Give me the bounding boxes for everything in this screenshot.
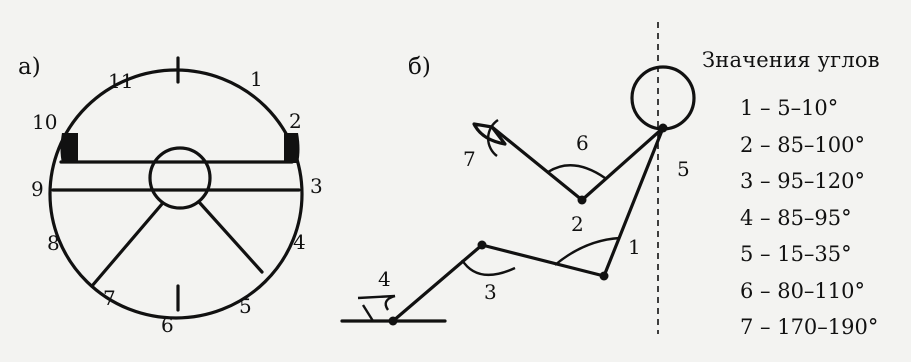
b-number-5: 5: [677, 157, 690, 181]
a-number-2: 2: [289, 109, 302, 133]
segment-shin: [391, 243, 484, 323]
a-number-6: 6: [161, 313, 174, 337]
segment-forearm: [490, 125, 584, 202]
outer-oval: [48, 68, 304, 320]
a-number-7: 7: [103, 286, 116, 310]
b-number-3: 3: [484, 280, 497, 304]
b-number-4: 4: [378, 267, 391, 291]
panel-b: б) 1 2 3 4 5 6 7: [340, 22, 696, 334]
joint-ankle: [388, 316, 398, 326]
joint-knee: [477, 240, 487, 250]
a-number-11: 11: [108, 69, 133, 93]
legend-item-6: 6 – 80–110°: [740, 278, 866, 303]
a-number-10: 10: [32, 110, 57, 134]
center-circle: [148, 146, 212, 210]
a-number-8: 8: [47, 231, 60, 255]
segment-upper-arm: [580, 126, 665, 202]
head-circle: [630, 65, 696, 131]
a-number-4: 4: [293, 230, 306, 254]
segment-trunk: [602, 126, 665, 278]
b-number-7: 7: [463, 147, 476, 171]
segment-thigh: [480, 243, 606, 278]
legend-item-2: 2 – 85–100°: [740, 132, 866, 157]
legend-item-5: 5 – 15–35°: [740, 242, 852, 266]
legend-item-3: 3 – 95–120°: [740, 169, 866, 193]
angle-arc-6: [547, 164, 606, 179]
angle-values-legend: Значения углов 1 – 5–10° 2 – 85–100° 3 –…: [688, 48, 903, 346]
hand-shape: [472, 122, 507, 146]
legend-title: Значения углов: [702, 48, 880, 72]
angle-arc-1: [554, 236, 621, 266]
b-number-1: 1: [628, 235, 641, 259]
angle-arc-7: [486, 118, 499, 157]
angle-arc-4: [357, 294, 396, 322]
panel-b-label: б): [408, 54, 431, 80]
a-number-5: 5: [239, 294, 252, 318]
panel-a-label: а): [18, 54, 41, 80]
b-number-6: 6: [576, 131, 589, 155]
a-number-9: 9: [31, 177, 44, 201]
legend-item-1: 1 – 5–10°: [740, 96, 839, 120]
angle-arc-4b: [384, 294, 396, 311]
wedge-left: [60, 133, 78, 163]
spoke-left: [90, 202, 164, 288]
a-number-3: 3: [310, 174, 323, 198]
panel-a: а) 11 1 10 2 9 3 8 4 7 5 6: [18, 54, 323, 337]
legend-item-4: 4 – 85–95°: [740, 205, 852, 230]
b-number-2: 2: [571, 212, 584, 236]
spoke-right: [197, 200, 264, 274]
joint-shoulder: [658, 123, 668, 133]
angle-arc-3: [460, 259, 516, 277]
a-number-1: 1: [250, 67, 263, 91]
wedge-right: [284, 133, 300, 163]
joint-elbow: [577, 195, 587, 205]
joint-hip: [599, 271, 609, 281]
legend-item-7: 7 – 170–190°: [740, 315, 879, 339]
